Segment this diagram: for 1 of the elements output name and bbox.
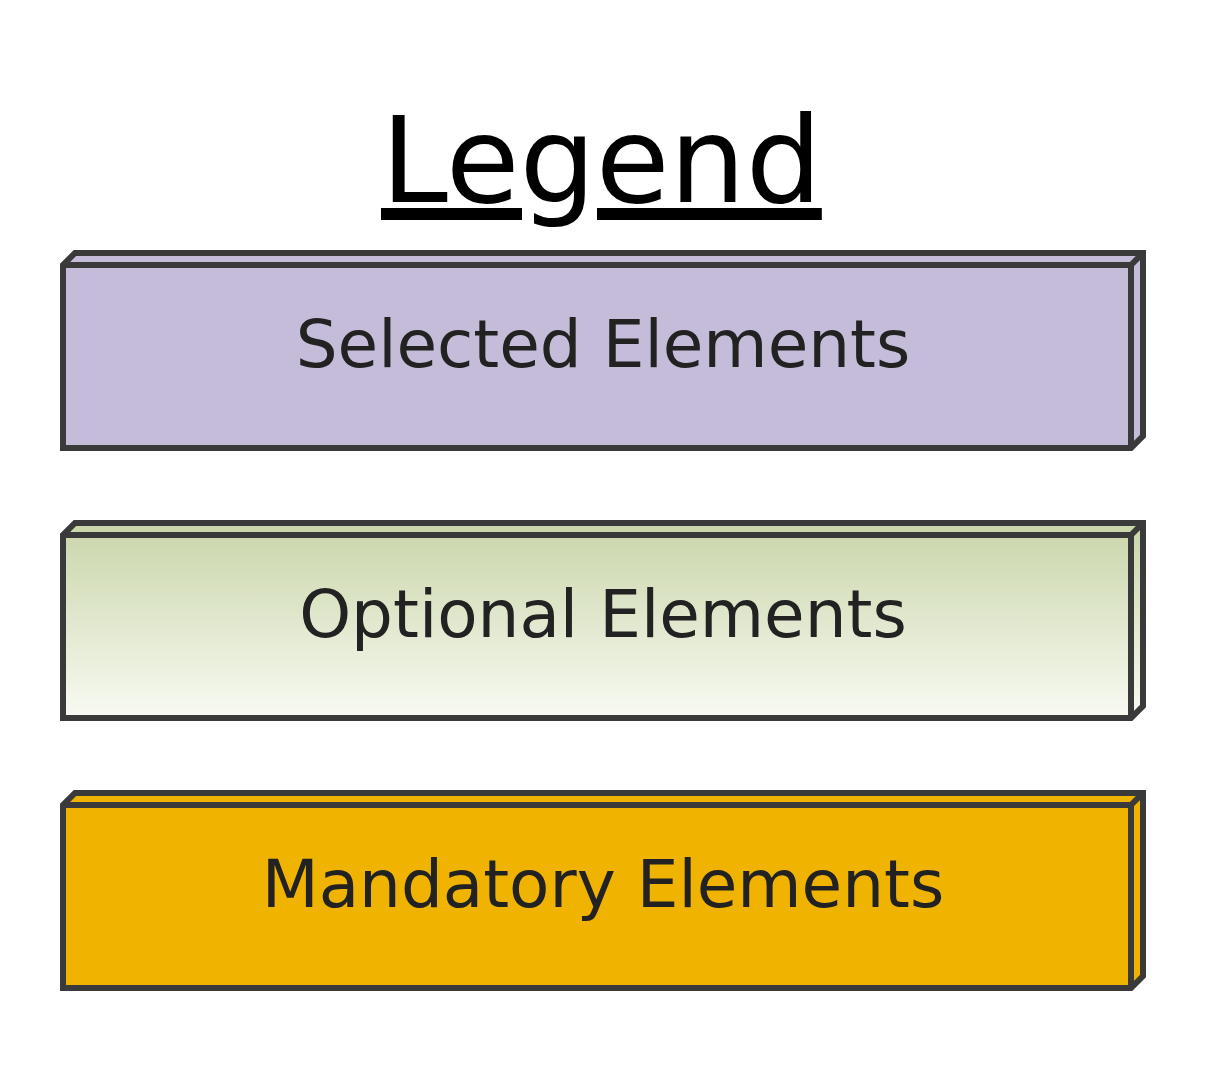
diagram-title: Legend [381, 90, 822, 230]
